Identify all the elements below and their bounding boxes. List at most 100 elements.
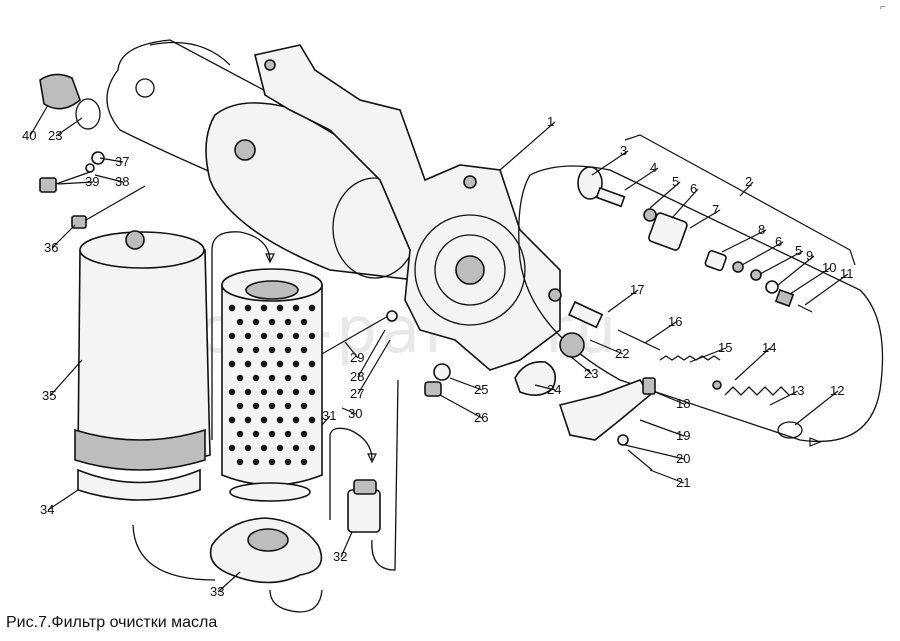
leader-line-35 [49, 359, 83, 397]
perforation-hole [292, 304, 300, 312]
callout-37: 37 [115, 154, 129, 169]
perforation-hole [268, 374, 276, 382]
leader-line-19 [639, 419, 685, 437]
figure-caption: Рис.7.Фильтр очистки масла [6, 614, 218, 631]
fitting-32 [347, 479, 381, 533]
filter-perforations [228, 304, 316, 466]
callout-22: 22 [615, 346, 629, 361]
perforation-hole [260, 416, 268, 424]
perforation-hole [276, 304, 284, 312]
leader-line-24 [534, 384, 556, 391]
leader-line-18 [654, 391, 685, 405]
perforation-hole [276, 360, 284, 368]
callout-5: 5 [672, 174, 679, 189]
perforation-hole [236, 402, 244, 410]
callout-16: 16 [668, 314, 682, 329]
bolt-29 [319, 310, 398, 356]
perforation-hole [268, 458, 276, 466]
perforation-hole [284, 374, 292, 382]
leader-line-7 [689, 209, 721, 229]
leader-line-12 [794, 390, 839, 426]
perforation-hole [276, 416, 284, 424]
perforation-hole [228, 360, 236, 368]
leader-line-6 [741, 241, 784, 266]
callout-28: 28 [350, 369, 364, 384]
perforation-hole [252, 374, 260, 382]
perforation-hole [268, 430, 276, 438]
perforation-hole [244, 360, 252, 368]
bolt-36 [71, 185, 146, 229]
leader-line-3 [591, 150, 629, 176]
leader-line-22 [589, 339, 624, 355]
callout-6: 6 [775, 234, 782, 249]
perforation-hole [284, 402, 292, 410]
bracket-19 [558, 377, 656, 471]
perforation-hole [260, 388, 268, 396]
leader-line-16 [644, 321, 677, 344]
callout-34: 34 [40, 502, 54, 517]
callout-10: 10 [822, 260, 836, 275]
valve-parts [577, 166, 813, 439]
callout-39: 39 [85, 174, 99, 189]
perforation-hole [308, 444, 316, 452]
perforation-hole [308, 332, 316, 340]
callout-14: 14 [762, 340, 776, 355]
perforation-hole [228, 444, 236, 452]
leader-line-11 [804, 273, 849, 306]
perforation-hole [268, 346, 276, 354]
perforation-hole [284, 458, 292, 466]
callout-23: 23 [584, 366, 598, 381]
callout-17: 17 [630, 282, 644, 297]
valve-group-outline [518, 134, 884, 442]
perforation-hole [244, 444, 252, 452]
leader-line-21 [649, 469, 685, 484]
callout-27: 27 [350, 386, 364, 401]
callout-15: 15 [718, 340, 732, 355]
callout-13: 13 [790, 383, 804, 398]
perforation-hole [292, 416, 300, 424]
perforation-hole [252, 402, 260, 410]
perforation-hole [284, 430, 292, 438]
callout-1: 1 [547, 114, 554, 129]
perforation-hole [276, 332, 284, 340]
callout-21: 21 [676, 475, 690, 490]
perforation-hole [284, 318, 292, 326]
cylinder-body [205, 102, 430, 281]
leader-line-23 [569, 355, 593, 375]
perforation-hole [276, 444, 284, 452]
plug-40 [39, 73, 101, 130]
callout-32: 32 [333, 549, 347, 564]
perforation-hole [252, 318, 260, 326]
perforation-hole [228, 304, 236, 312]
perforation-hole [292, 360, 300, 368]
perforation-hole [292, 388, 300, 396]
perforation-hole [276, 388, 284, 396]
callout-3: 3 [620, 143, 627, 158]
callout-24: 24 [547, 382, 561, 397]
callout-38: 38 [115, 174, 129, 189]
perforation-hole [236, 458, 244, 466]
perforation-hole [252, 430, 260, 438]
leader-line-38 [94, 174, 124, 183]
perforation-hole [228, 332, 236, 340]
leader-line-10 [789, 267, 831, 295]
callout-29: 29 [350, 350, 364, 365]
leader-line-4 [624, 167, 659, 191]
callout-23: 23 [48, 128, 62, 143]
leader-line-20 [624, 444, 685, 460]
leader-line-33 [217, 571, 241, 593]
perforation-hole [236, 374, 244, 382]
leader-line-26 [439, 394, 483, 419]
perforation-hole [244, 416, 252, 424]
leader-line-23 [55, 117, 83, 137]
perforation-hole [300, 458, 308, 466]
callout-33: 33 [210, 584, 224, 599]
perforation-hole [284, 346, 292, 354]
perforation-hole [252, 458, 260, 466]
callout-8: 8 [758, 222, 765, 237]
perforation-hole [308, 388, 316, 396]
leader-line-13 [769, 390, 799, 406]
bolt-39 [39, 151, 105, 193]
